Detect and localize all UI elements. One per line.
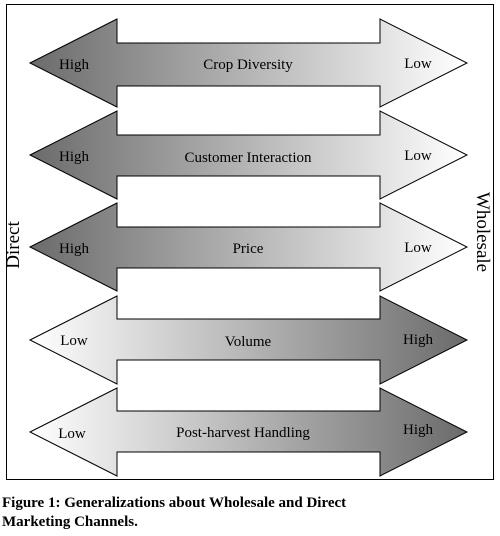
arrow-label: Customer Interaction: [184, 150, 312, 166]
arrow-customer-interaction: High Customer Interaction Low: [28, 110, 469, 200]
arrow-shape: [28, 110, 469, 200]
arrow-right-text: High: [403, 422, 434, 438]
arrow-post-harvest-handling: Low Post-harvest Handling High: [28, 387, 469, 477]
arrow-right-text: Low: [404, 56, 432, 72]
arrow-shape: [28, 295, 469, 385]
arrow-right-text: Low: [404, 240, 432, 256]
arrow-shape: [28, 202, 469, 292]
arrow-shape: [28, 18, 469, 108]
figure-frame: [6, 4, 494, 480]
arrow-shape: [28, 387, 469, 477]
arrow-right-text: High: [403, 332, 434, 348]
arrow-label: Price: [233, 241, 264, 257]
arrow-label: Volume: [225, 334, 272, 350]
arrow-left-text: Low: [60, 333, 88, 349]
arrow-left-text: High: [59, 149, 90, 165]
arrow-label: Crop Diversity: [203, 57, 293, 73]
arrow-crop-diversity: High Crop Diversity Low: [28, 18, 469, 108]
caption-line-1: Figure 1: Generalizations about Wholesal…: [2, 495, 347, 511]
caption-line-2: Marketing Channels.: [2, 514, 138, 530]
arrow-right-text: Low: [404, 148, 432, 164]
diagram: Direct Wholesale High Crop Diversity Low…: [3, 18, 493, 477]
arrow-label: Post-harvest Handling: [176, 425, 310, 441]
arrow-left-text: High: [59, 57, 90, 73]
arrow-price: High Price Low: [28, 202, 469, 292]
arrow-left-text: Low: [58, 426, 86, 442]
figure-caption: Figure 1: Generalizations about Wholesal…: [2, 494, 472, 532]
arrow-left-text: High: [59, 241, 90, 257]
arrow-volume: Low Volume High: [28, 295, 469, 385]
wholesale-axis-label: Wholesale: [472, 192, 493, 272]
direct-axis-label: Direct: [3, 221, 24, 269]
